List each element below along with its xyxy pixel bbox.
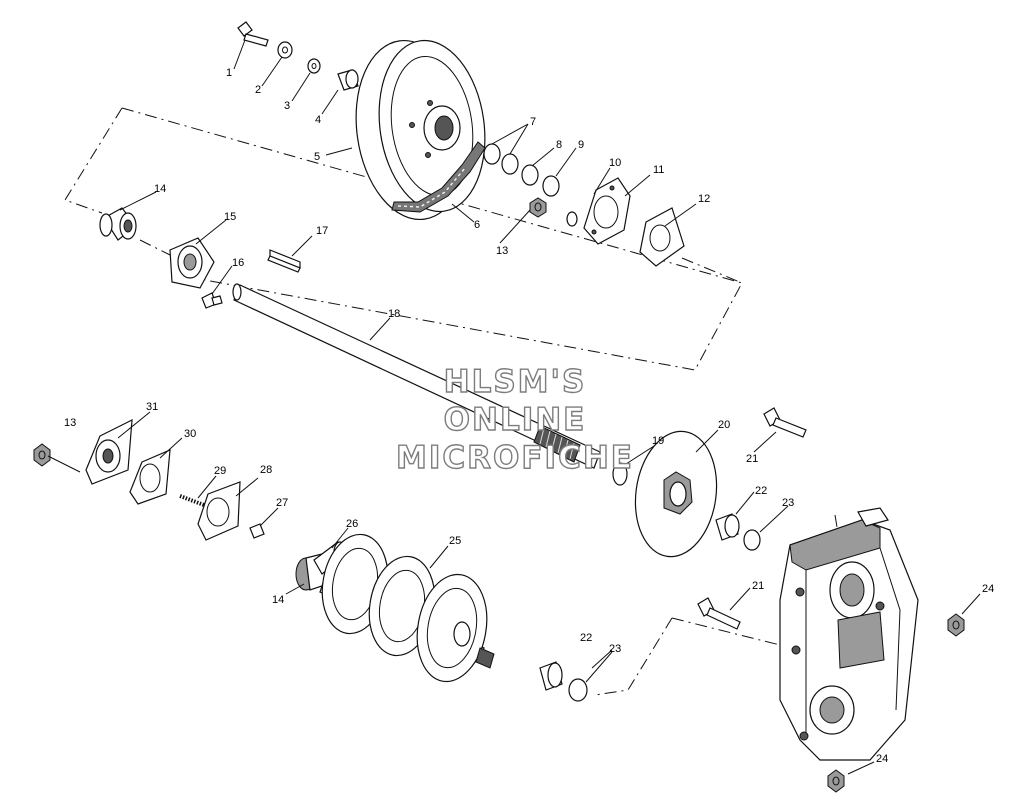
callout-labels: 1 2 3 4 5 6 7 8 9 10 11 12 13 14 15 16 1… xyxy=(64,67,994,765)
part-11-plate xyxy=(583,177,631,245)
part-8-ring xyxy=(521,164,539,186)
callout-14-upper: 14 xyxy=(154,183,166,195)
part-12-gasket xyxy=(639,207,685,267)
part-24-nut-right xyxy=(947,613,965,637)
callout-30: 30 xyxy=(184,428,196,440)
callout-20: 20 xyxy=(718,419,730,431)
part-20-disc xyxy=(634,430,718,558)
callout-16: 16 xyxy=(232,257,244,269)
part-2-washer xyxy=(277,41,293,59)
callout-7: 7 xyxy=(530,116,536,128)
part-23-seal-lower xyxy=(568,678,588,702)
callout-9: 9 xyxy=(578,139,584,151)
part-17-key xyxy=(267,249,301,273)
part-14-bearing-upper xyxy=(99,207,137,241)
callout-13-upper: 13 xyxy=(496,245,508,257)
callout-23-lower: 23 xyxy=(609,643,621,655)
callout-31: 31 xyxy=(146,401,158,413)
part-1-bolt xyxy=(237,21,269,47)
part-30-gasket xyxy=(129,449,171,505)
callout-26: 26 xyxy=(346,518,358,530)
callout-29: 29 xyxy=(214,465,226,477)
callout-17: 17 xyxy=(316,225,328,237)
part-24-nut-bottom xyxy=(827,769,845,793)
callout-10: 10 xyxy=(609,157,621,169)
callout-1: 1 xyxy=(226,67,232,79)
part-21-bolt-upper xyxy=(763,407,807,438)
callout-15: 15 xyxy=(224,211,236,223)
callout-19: 19 xyxy=(652,435,664,447)
watermark-line-3: MICROFICHE xyxy=(396,440,634,476)
callout-11: 11 xyxy=(653,164,664,176)
watermark: HLSM'S ONLINE MICROFICHE xyxy=(395,363,634,476)
callout-21-upper: 21 xyxy=(746,453,758,465)
part-22-bushing-lower xyxy=(539,661,563,691)
part-9-ring xyxy=(542,175,560,197)
callout-14-lower: 14 xyxy=(272,594,284,606)
part-21-bolt-lower xyxy=(697,597,741,630)
part-28-flange xyxy=(197,481,241,541)
callout-28: 28 xyxy=(260,464,272,476)
part-31-flange xyxy=(85,418,133,485)
callout-3: 3 xyxy=(284,100,290,112)
part-5-sprocket xyxy=(355,39,486,221)
callout-23-upper: 23 xyxy=(782,497,794,509)
part-27-fitting xyxy=(249,523,265,539)
callout-12: 12 xyxy=(698,193,710,205)
part-16-bolt xyxy=(201,292,223,309)
part-6-chain xyxy=(391,141,486,213)
callout-21-lower: 21 xyxy=(752,580,764,592)
callout-5: 5 xyxy=(314,151,320,163)
callout-22-lower: 22 xyxy=(580,632,592,644)
leader-lines xyxy=(47,39,981,775)
callout-24-right: 24 xyxy=(982,583,994,595)
callout-2: 2 xyxy=(255,84,261,96)
callout-13-lower: 13 xyxy=(64,417,76,429)
callout-8: 8 xyxy=(556,139,562,151)
callout-18: 18 xyxy=(388,308,400,320)
part-19-ring xyxy=(612,462,628,486)
callout-22-upper: 22 xyxy=(755,485,767,497)
callout-24-bottom: 24 xyxy=(876,753,888,765)
part-13-nut-lower xyxy=(33,443,51,467)
chaincase-housing xyxy=(779,507,919,761)
part-15-flange xyxy=(169,237,215,289)
part-10-washer xyxy=(566,211,578,227)
part-13-nut-upper xyxy=(529,197,547,218)
part-22-bushing-upper xyxy=(715,513,740,541)
part-25-drive-sprockets xyxy=(319,533,495,683)
part-18-shaft xyxy=(232,283,601,469)
part-23-seal-upper xyxy=(743,529,761,551)
watermark-line-2: ONLINE xyxy=(444,402,587,438)
callout-6: 6 xyxy=(474,219,480,231)
watermark-line-1: HLSM'S xyxy=(444,364,587,400)
callout-4: 4 xyxy=(315,114,321,126)
part-4-bushing xyxy=(337,69,359,91)
part-3-washer xyxy=(307,58,321,74)
callout-27: 27 xyxy=(276,497,288,509)
part-7-seals xyxy=(483,143,519,175)
callout-25: 25 xyxy=(449,535,461,547)
